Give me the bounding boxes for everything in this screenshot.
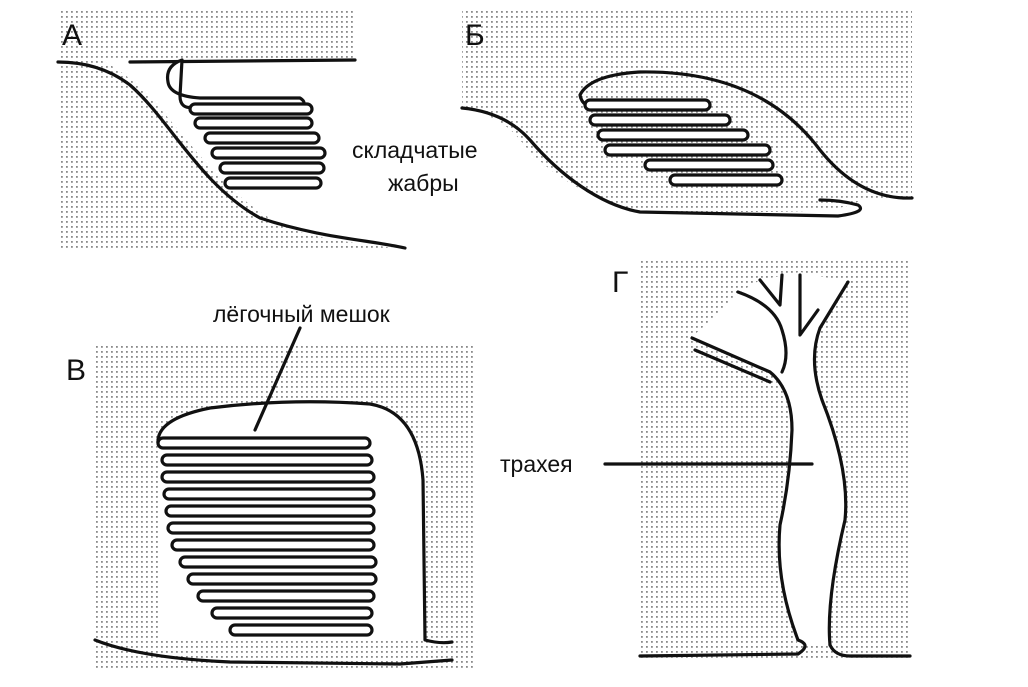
lung-fold [166, 521, 376, 535]
gill-fold [193, 116, 314, 130]
lung-fold [162, 487, 376, 501]
lung-fold [160, 470, 376, 484]
gill-fold [643, 158, 775, 172]
lung-fold [210, 606, 374, 620]
panel-v-folds [156, 436, 378, 637]
gill-fold [603, 143, 772, 157]
trachea-right-wall [812, 280, 850, 647]
gill-fold [583, 98, 712, 112]
gill-fold [218, 161, 326, 175]
gill-fold [165, 58, 306, 110]
trachea-label: трахея [500, 451, 573, 477]
panel-g: Г [603, 258, 912, 658]
panel-a-gill-folds [165, 58, 327, 190]
gill-fold [203, 131, 321, 145]
panel-a-stipple [60, 8, 405, 250]
panel-g-stipple [640, 258, 910, 658]
gills-label-line1: складчатые [352, 137, 478, 163]
lung-fold [178, 555, 378, 569]
panel-g-letter: Г [612, 266, 628, 299]
panel-v: В [66, 326, 475, 668]
lung-fold [186, 572, 378, 586]
gill-fold [588, 113, 732, 127]
lung-fold [160, 453, 374, 467]
panel-a: А [56, 8, 407, 250]
gill-fold [188, 102, 314, 116]
panel-v-letter: В [66, 354, 86, 387]
gills-label-line2: жабры [388, 170, 459, 196]
gill-fold [223, 176, 323, 190]
panel-g-bottom-line [638, 638, 912, 658]
lung-fold [196, 589, 376, 603]
lung-fold [228, 623, 374, 637]
panel-b-gill-folds [583, 98, 784, 187]
lung-fold [170, 538, 376, 552]
lung-sac-label: лёгочный мешок [213, 301, 391, 327]
panel-b-top-line [578, 70, 914, 200]
panel-v-sac-outline [156, 400, 454, 645]
gill-fold [210, 146, 327, 160]
lung-sac-pointer [253, 326, 302, 432]
trachea-left-wall [690, 336, 800, 642]
panel-a-top-line [128, 58, 357, 64]
lung-fold [156, 436, 372, 450]
panel-b-body-outline [460, 106, 863, 218]
panel-b: Б [460, 8, 914, 218]
panel-b-letter: Б [465, 19, 485, 52]
lung-fold [164, 504, 376, 518]
panel-a-body-outline [56, 60, 407, 250]
gill-fold [668, 173, 784, 187]
panel-a-letter: А [62, 19, 82, 52]
trachea-branch-mid [758, 273, 820, 337]
panel-v-bottom-line [93, 638, 454, 666]
trachea-branch-left [693, 290, 788, 384]
gill-fold [596, 128, 750, 142]
panel-g-trachea-white [690, 272, 848, 645]
